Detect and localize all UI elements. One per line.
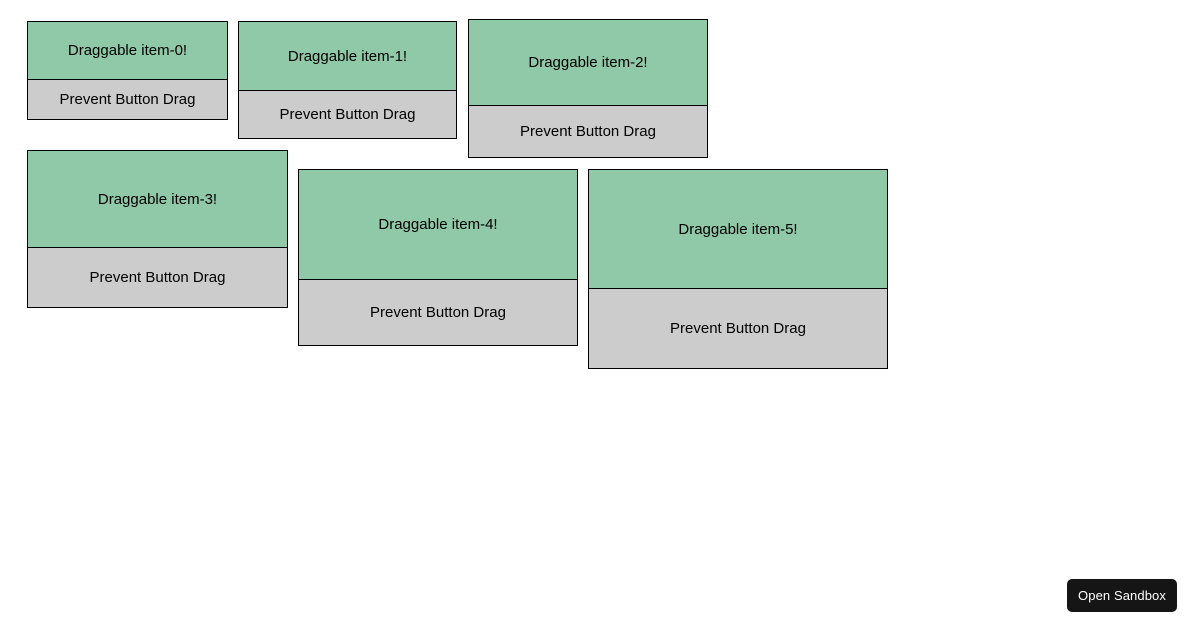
prevent-button-drag-3[interactable]: Prevent Button Drag: [28, 248, 287, 307]
prevent-button-drag-label-1: Prevent Button Drag: [279, 106, 416, 123]
prevent-button-drag-label-4: Prevent Button Drag: [370, 304, 506, 321]
drag-handle-label-0: Draggable item-0!: [67, 42, 188, 59]
prevent-button-drag-label-0: Prevent Button Drag: [59, 91, 196, 108]
drag-handle-4[interactable]: Draggable item-4!: [299, 170, 577, 280]
prevent-button-drag-0[interactable]: Prevent Button Drag: [28, 80, 227, 119]
draggable-card-3[interactable]: Draggable item-3! Prevent Button Drag: [27, 150, 288, 308]
drag-handle-label-3: Draggable item-3!: [97, 190, 218, 208]
drag-handle-label-1: Draggable item-1!: [287, 47, 408, 65]
drag-handle-label-4: Draggable item-4!: [378, 216, 498, 233]
drag-handle-2[interactable]: Draggable item-2!: [469, 20, 707, 106]
drag-handle-3[interactable]: Draggable item-3!: [28, 151, 287, 248]
prevent-button-drag-label-3: Prevent Button Drag: [89, 269, 226, 286]
draggable-card-4[interactable]: Draggable item-4! Prevent Button Drag: [298, 169, 578, 346]
draggable-card-2[interactable]: Draggable item-2! Prevent Button Drag: [468, 19, 708, 158]
prevent-button-drag-label-2: Prevent Button Drag: [520, 123, 656, 140]
prevent-button-drag-4[interactable]: Prevent Button Drag: [299, 280, 577, 345]
prevent-button-drag-5[interactable]: Prevent Button Drag: [589, 289, 887, 368]
prevent-button-drag-2[interactable]: Prevent Button Drag: [469, 106, 707, 157]
prevent-button-drag-1[interactable]: Prevent Button Drag: [239, 91, 456, 138]
drag-handle-0[interactable]: Draggable item-0!: [28, 22, 227, 80]
draggable-card-5[interactable]: Draggable item-5! Prevent Button Drag: [588, 169, 888, 369]
drag-handle-label-2: Draggable item-2!: [528, 54, 648, 71]
drag-handle-1[interactable]: Draggable item-1!: [239, 22, 456, 91]
drag-handle-5[interactable]: Draggable item-5!: [589, 170, 887, 289]
draggable-card-1[interactable]: Draggable item-1! Prevent Button Drag: [238, 21, 457, 139]
drag-handle-label-5: Draggable item-5!: [678, 220, 798, 238]
prevent-button-drag-label-5: Prevent Button Drag: [670, 320, 806, 337]
draggable-card-0[interactable]: Draggable item-0! Prevent Button Drag: [27, 21, 228, 120]
open-sandbox-button[interactable]: Open Sandbox: [1067, 579, 1177, 612]
